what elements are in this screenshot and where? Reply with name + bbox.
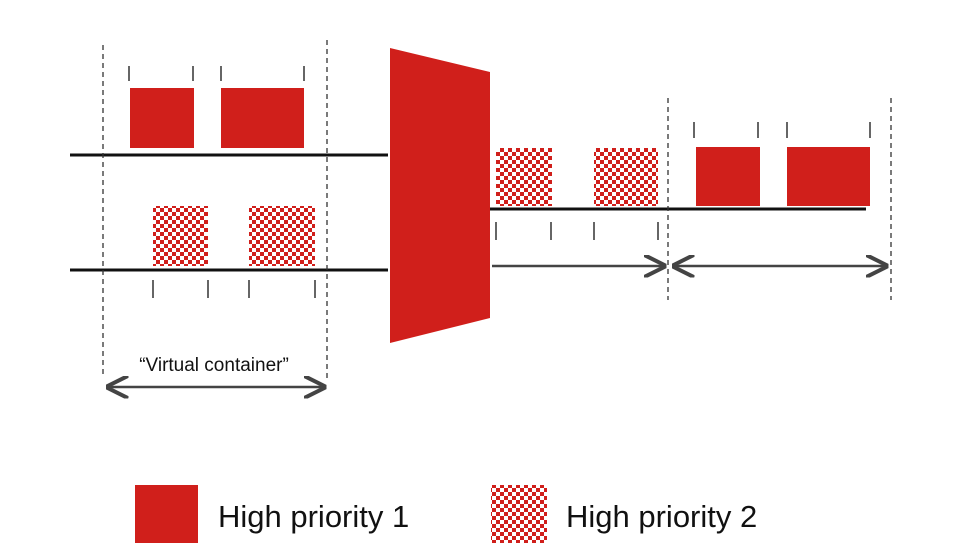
output-solid-packets <box>693 122 871 206</box>
virtual-container-boundaries <box>102 40 328 378</box>
virtual-container-label: “Virtual container” <box>139 355 289 376</box>
input-bottom-packets <box>152 206 316 298</box>
packet-high-priority-1 <box>696 147 760 206</box>
input-links <box>70 153 388 272</box>
multiplexer-trapezoid <box>390 48 490 343</box>
packet-high-priority-1 <box>221 88 304 148</box>
packet-high-priority-2 <box>249 206 315 266</box>
legend-swatch-solid <box>135 485 198 543</box>
legend-label-high-priority-1: High priority 1 <box>218 499 409 534</box>
legend-label-high-priority-2: High priority 2 <box>566 499 757 534</box>
packet-tick-marks <box>128 66 305 81</box>
input-top-packets <box>128 66 305 148</box>
legend-swatch-checkered <box>491 485 547 543</box>
packet-high-priority-2 <box>594 148 658 206</box>
packet-tick-marks <box>495 222 659 240</box>
legend: High priority 1 High priority 2 <box>135 485 757 543</box>
packet-high-priority-1 <box>787 147 870 206</box>
output-boundaries <box>667 98 892 300</box>
packet-tick-marks <box>693 122 871 138</box>
packet-high-priority-2 <box>496 148 552 206</box>
packet-tick-marks <box>152 280 316 298</box>
output-checkered-packets <box>495 148 659 240</box>
packet-high-priority-2 <box>153 206 208 266</box>
packet-high-priority-1 <box>130 88 194 148</box>
